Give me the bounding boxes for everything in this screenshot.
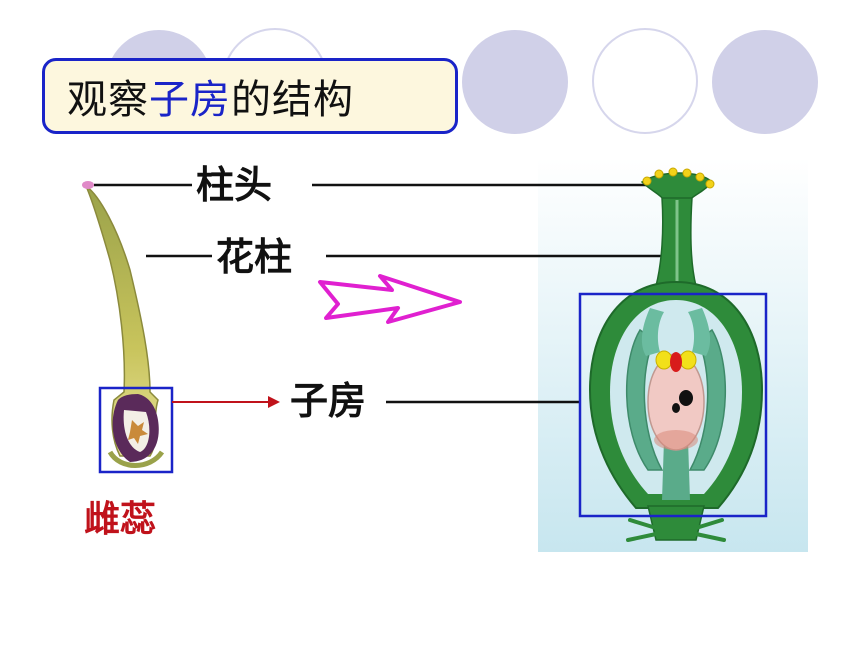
title-highlight: 子房 bbox=[149, 77, 231, 123]
funiculus bbox=[662, 440, 690, 500]
ovary-section-box bbox=[578, 292, 768, 518]
ovary-cross-section bbox=[588, 167, 764, 542]
pistil-illustration bbox=[82, 181, 165, 468]
title-suffix: 的结构 bbox=[231, 77, 354, 123]
label-stigma: 柱头 bbox=[196, 163, 273, 207]
integument-tip-left bbox=[641, 308, 664, 356]
decor-circle-3 bbox=[462, 30, 568, 134]
integument-left bbox=[625, 328, 664, 471]
title-prefix: 观察 bbox=[67, 77, 149, 123]
decor-circle-4 bbox=[592, 28, 698, 134]
label-style: 花柱 bbox=[216, 235, 293, 279]
pistil-ovary-box bbox=[98, 386, 174, 474]
ovary-stigma bbox=[640, 172, 714, 201]
label-pistil: 雌蕊 bbox=[84, 499, 157, 540]
polar-nucleus-1 bbox=[679, 390, 693, 406]
pollen-grains bbox=[642, 167, 715, 189]
label-ovary: 子房 bbox=[290, 379, 367, 423]
synergid-right bbox=[679, 350, 697, 370]
integument-right bbox=[688, 328, 727, 471]
pistil-ovule bbox=[128, 420, 148, 444]
sepal-bases bbox=[626, 518, 726, 542]
synergid-left bbox=[655, 350, 673, 370]
egg-cell bbox=[670, 352, 682, 372]
page-title: 观察子房的结构 bbox=[42, 58, 458, 134]
pistil-stigma-tip bbox=[82, 181, 94, 189]
decor-circle-5 bbox=[712, 30, 818, 134]
antipodal-region bbox=[654, 430, 698, 450]
polar-nucleus-2 bbox=[672, 403, 680, 413]
pistil-base bbox=[107, 450, 165, 468]
magnify-arrow bbox=[318, 274, 462, 324]
pointer-arrow-head bbox=[268, 396, 280, 408]
integument-tip-right bbox=[688, 308, 711, 356]
